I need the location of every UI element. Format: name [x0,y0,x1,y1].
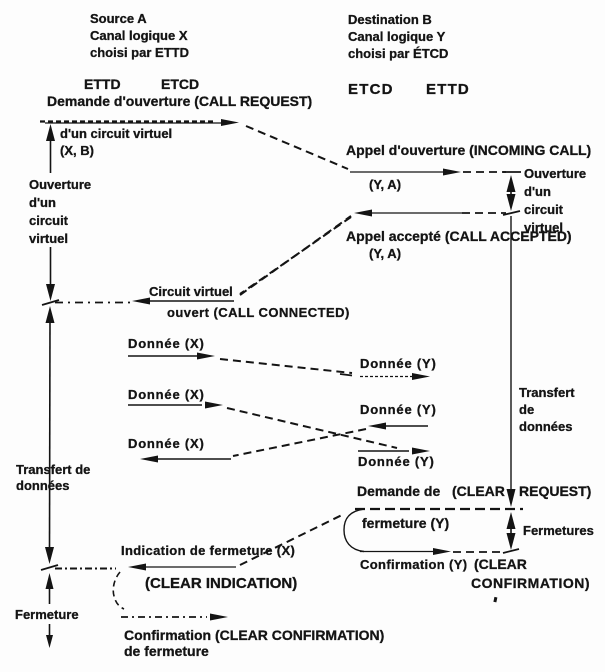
svg-text:Fermetures: Fermetures [523,523,594,538]
svg-text:Donnée (Y): Donnée (Y) [360,356,437,371]
svg-text:Donnée (Y): Donnée (Y) [360,402,437,417]
svg-text:Demande d'ouverture (CALL REQU: Demande d'ouverture (CALL REQUEST) [47,93,312,109]
svg-text:Appel d'ouverture (INCOMING CA: Appel d'ouverture (INCOMING CALL) [346,142,591,158]
svg-text:(Y, A): (Y, A) [369,177,401,192]
svg-text:Confirmation (Y): Confirmation (Y) [360,557,467,572]
svg-text:ETCD: ETCD [348,81,394,98]
svg-text:Donnée (X): Donnée (X) [128,387,205,402]
svg-text:de fermeture: de fermeture [124,643,209,659]
svg-text:Donnée (X): Donnée (X) [128,436,205,451]
svg-text:fermeture (Y): fermeture (Y) [362,515,449,531]
svg-text:Ouverture: Ouverture [29,177,91,192]
svg-text:Fermeture: Fermeture [15,607,79,622]
svg-text:(X, B): (X, B) [60,143,94,158]
svg-text:Appel accepté (CALL ACCEPTED): Appel accepté (CALL ACCEPTED) [346,228,572,244]
svg-text:Donnée (Y): Donnée (Y) [358,454,435,469]
svg-text:Destination B: Destination B [348,12,432,27]
svg-text:virtuel: virtuel [524,220,563,235]
svg-text:d'un: d'un [29,195,56,210]
svg-text:(CLEAR: (CLEAR [452,483,505,499]
svg-text:Donnée (X): Donnée (X) [128,336,205,351]
svg-text:virtuel: virtuel [29,231,68,246]
svg-text:Canal logique X: Canal logique X [90,28,188,43]
svg-text:de: de [519,402,534,417]
svg-text:d'un circuit virtuel: d'un circuit virtuel [60,126,172,141]
svg-text:CONFIRMATION): CONFIRMATION) [471,575,590,591]
svg-text:(Y, A): (Y, A) [369,246,401,261]
svg-text:Indication de fermeture (X): Indication de fermeture (X) [121,543,295,558]
svg-text:ETCD: ETCD [161,76,199,92]
svg-text:Circuit virtuel: Circuit virtuel [149,284,233,299]
svg-text:(CLEAR: (CLEAR [474,556,527,572]
svg-text:circuit: circuit [29,213,69,228]
svg-text:Transfert de: Transfert de [16,462,90,477]
svg-text:Source A: Source A [90,11,147,26]
svg-text:Confirmation (CLEAR CONFIRMATI: Confirmation (CLEAR CONFIRMATION) [124,627,384,643]
svg-text:REQUEST): REQUEST) [519,483,591,499]
svg-text:Canal logique Y: Canal logique Y [348,29,446,44]
svg-text:circuit: circuit [524,202,564,217]
svg-text:Demande de: Demande de [357,483,440,499]
svg-text:choisi par ETTD: choisi par ETTD [90,45,189,60]
svg-text:ouvert (CALL CONNECTED): ouvert (CALL CONNECTED) [167,305,350,320]
svg-text:choisi par ÉTCD: choisi par ÉTCD [348,46,448,61]
svg-text:ETTD: ETTD [84,76,121,92]
svg-text:données: données [519,419,572,434]
svg-text:(CLEAR INDICATION): (CLEAR INDICATION) [145,575,297,592]
svg-text:ETTD: ETTD [426,81,470,98]
svg-text:Transfert: Transfert [519,385,575,400]
svg-text:d'un: d'un [524,184,551,199]
svg-text:données: données [16,478,69,493]
svg-text:Ouverture: Ouverture [524,166,586,181]
